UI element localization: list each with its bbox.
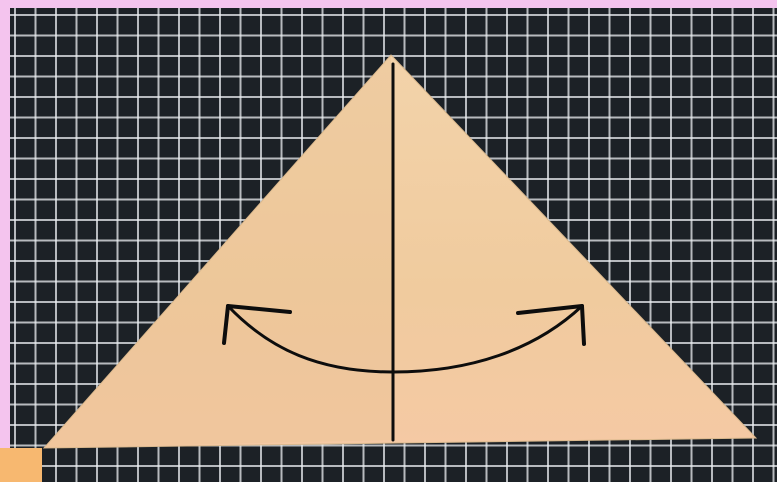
orange-corner <box>0 448 42 482</box>
paper-shade <box>44 55 392 448</box>
pink-border-left <box>0 0 10 482</box>
